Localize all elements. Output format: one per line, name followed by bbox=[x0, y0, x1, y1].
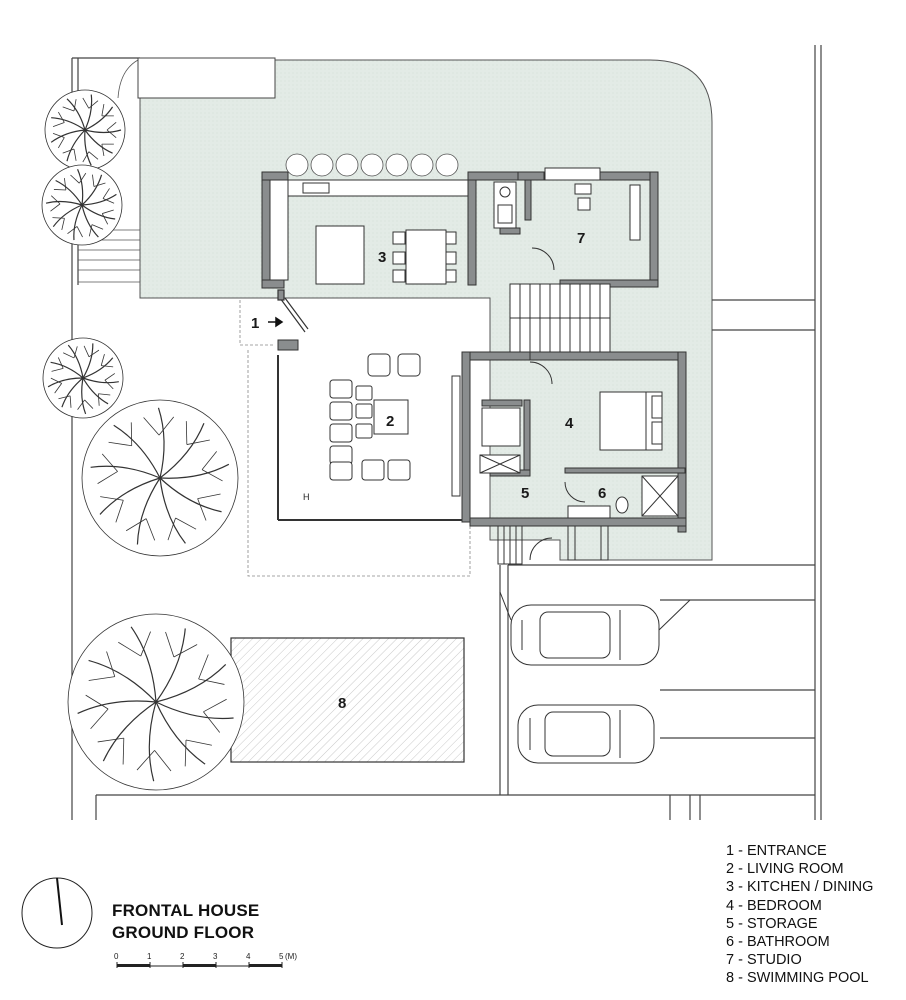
car-bottom bbox=[517, 704, 655, 764]
planter-row bbox=[285, 153, 459, 177]
drawing-title: FRONTAL HOUSE GROUND FLOOR bbox=[112, 900, 259, 944]
scale-tick-1: 1 bbox=[147, 952, 152, 961]
terrace-outline bbox=[239, 300, 471, 577]
tree-icon bbox=[42, 337, 124, 419]
arrow-right-icon bbox=[268, 316, 284, 328]
room-label-6: 6 bbox=[598, 485, 606, 502]
legend-item: 5 - STORAGE bbox=[726, 915, 818, 932]
trees bbox=[41, 89, 245, 791]
studio-fixtures bbox=[493, 167, 641, 271]
room-label-5: 5 bbox=[521, 485, 529, 502]
car-top bbox=[499, 591, 691, 666]
room-legend: 1 - ENTRANCE 2 - LIVING ROOM 3 - KITCHEN… bbox=[726, 842, 873, 988]
living-mark: H bbox=[303, 492, 310, 502]
legend-item: 2 - LIVING ROOM bbox=[726, 861, 844, 878]
room-labels: 1 2 3 4 5 6 7 8 bbox=[251, 230, 606, 712]
room-label-8: 8 bbox=[338, 695, 346, 712]
tree-icon bbox=[67, 613, 245, 791]
staircase bbox=[509, 283, 611, 353]
legend-item: 4 - BEDROOM bbox=[726, 897, 822, 914]
legend-item: 8 - SWIMMING POOL bbox=[726, 970, 869, 987]
scale-bar: 0 1 2 3 4 5 (M) bbox=[114, 952, 297, 968]
scale-tick-0: 0 bbox=[114, 952, 119, 961]
tree-icon bbox=[81, 399, 239, 557]
living-furniture bbox=[329, 353, 461, 497]
legend-item: 3 - KITCHEN / DINING bbox=[726, 879, 874, 896]
legend-item: 6 - BATHROOM bbox=[726, 934, 830, 951]
title-line-2: GROUND FLOOR bbox=[112, 923, 255, 942]
north-arrow-icon bbox=[21, 877, 93, 949]
legend-item: 1 - ENTRANCE bbox=[726, 843, 827, 859]
title-line-1: FRONTAL HOUSE bbox=[112, 901, 260, 920]
entrance-door bbox=[277, 289, 309, 333]
gate bbox=[137, 57, 276, 99]
room-label-2: 2 bbox=[386, 413, 394, 430]
room-label-7: 7 bbox=[577, 230, 585, 247]
room-label-3: 3 bbox=[378, 249, 386, 266]
tree-icon bbox=[44, 89, 126, 171]
scale-tick-2: 2 bbox=[180, 952, 185, 961]
swimming-pool bbox=[230, 637, 465, 763]
room-label-1: 1 bbox=[251, 315, 259, 332]
scale-tick-3: 3 bbox=[213, 952, 218, 961]
scale-tick-5: 5 bbox=[279, 952, 284, 961]
living-facade bbox=[277, 355, 470, 521]
scale-unit: (M) bbox=[285, 952, 297, 961]
bedroom-fixtures bbox=[479, 361, 679, 519]
scale-tick-4: 4 bbox=[246, 952, 251, 961]
kitchen-fixtures bbox=[269, 179, 469, 285]
tree-icon bbox=[41, 164, 123, 246]
service-entry bbox=[497, 525, 609, 565]
room-label-4: 4 bbox=[565, 415, 574, 432]
legend-item: 7 - STUDIO bbox=[726, 952, 802, 969]
